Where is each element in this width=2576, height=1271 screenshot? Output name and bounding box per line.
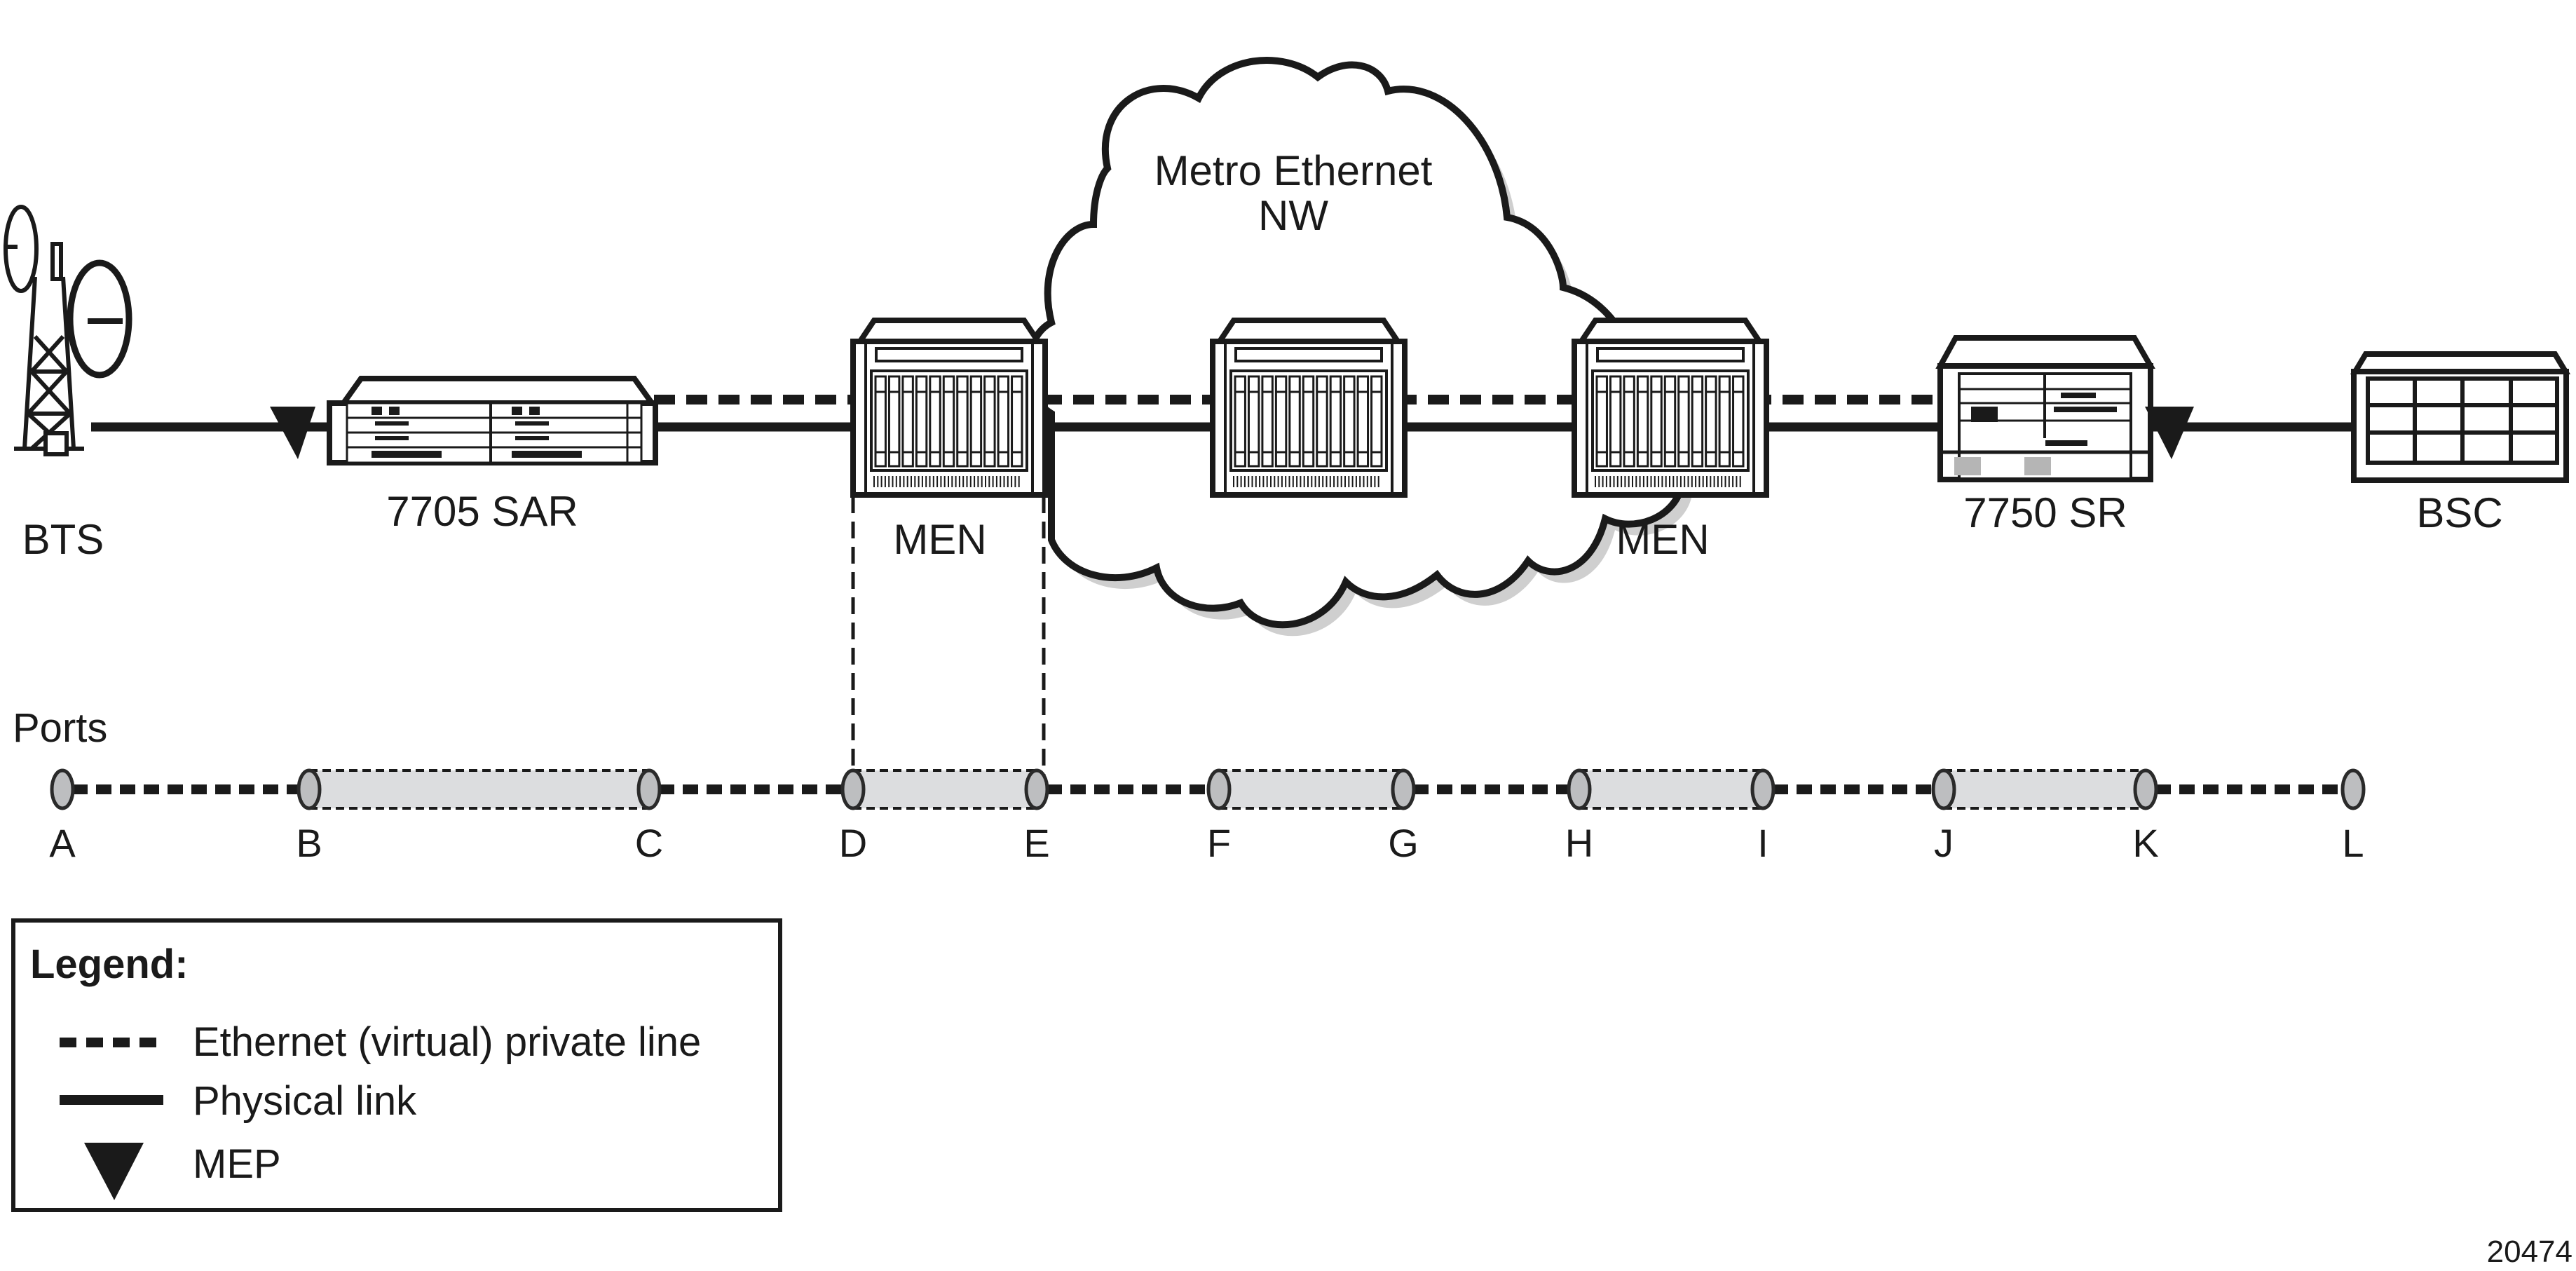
port-label: F: [1207, 821, 1231, 865]
line-card-slot: [1732, 375, 1745, 468]
line-card-slot: [887, 375, 901, 468]
port-c-icon: [636, 768, 662, 810]
port-label: D: [839, 821, 867, 865]
line-card-slot: [1636, 375, 1649, 468]
line-card-slot: [1677, 375, 1690, 468]
men-router-right-icon: [1572, 318, 1769, 498]
line-card-slot: [1302, 375, 1315, 468]
line-card-slot: [1650, 375, 1663, 468]
line-card-slot: [1691, 375, 1704, 468]
legend-mep-triangle-icon: [84, 1143, 144, 1200]
line-card-slot: [942, 375, 955, 468]
7705-sar-icon: [327, 376, 658, 465]
men-right-label: MEN: [1616, 516, 1709, 563]
port-g-icon: [1391, 768, 1416, 810]
port-label: L: [2342, 821, 2364, 865]
men-router-core-icon: [1210, 318, 1408, 498]
7750-sr-label: 7750 SR: [1963, 489, 2127, 536]
port-tube: [309, 770, 649, 808]
ports-row: A B C D E F G H I J K L: [49, 768, 2366, 865]
port-i-icon: [1750, 768, 1776, 810]
line-card-slot: [969, 375, 983, 468]
port-label: A: [49, 821, 76, 865]
line-card-slot: [1623, 375, 1635, 468]
bts-tower-icon: [4, 205, 132, 456]
line-card-slot: [997, 375, 1010, 468]
port-label: E: [1023, 821, 1049, 865]
line-card-slot: [1316, 375, 1328, 468]
line-card-slot: [1609, 375, 1622, 468]
mep-icon: [270, 407, 315, 459]
line-card-slot: [983, 375, 996, 468]
legend-item-private-line: Ethernet (virtual) private line: [193, 1019, 701, 1065]
port-label: C: [635, 821, 663, 865]
cloud-label-line2: NW: [1258, 192, 1328, 239]
port-l-icon: [2340, 768, 2366, 810]
port-b-icon: [297, 768, 322, 810]
legend-item-mep: MEP: [193, 1141, 281, 1187]
line-card-slot: [874, 375, 887, 468]
line-card-slot: [1261, 375, 1274, 468]
line-card-slot: [1288, 375, 1301, 468]
mep-icon: [2145, 407, 2194, 459]
legend-item-physical-link: Physical link: [193, 1078, 417, 1124]
men-left-label: MEN: [893, 516, 986, 563]
line-card-slot: [1343, 375, 1356, 468]
chassis-top: [1214, 318, 1403, 344]
figure-id: 20474: [2487, 1235, 2572, 1269]
port-label: K: [2132, 821, 2158, 865]
line-card-slot: [1356, 375, 1370, 468]
legend: Legend: Ethernet (virtual) private line …: [11, 918, 782, 1212]
display-panel: [1234, 347, 1383, 362]
port-f-icon: [1206, 768, 1232, 810]
line-card-slot: [1011, 375, 1023, 468]
7705-sar-label: 7705 SAR: [386, 488, 578, 535]
cloud-label-line1: Metro Ethernet: [1154, 147, 1433, 194]
line-card-slot: [929, 375, 941, 468]
legend-box: [11, 918, 782, 1212]
line-card-slot: [1595, 375, 1608, 468]
men-router-left-icon: [850, 318, 1048, 498]
port-a-icon: [50, 768, 75, 810]
line-card-slot: [1370, 375, 1383, 468]
bts-label: BTS: [22, 516, 104, 563]
chassis-top: [854, 318, 1044, 344]
chassis-top: [1576, 318, 1765, 344]
line-card-slot: [1247, 375, 1260, 468]
port-h-icon: [1567, 768, 1592, 810]
7750-sr-icon: [1935, 335, 2155, 482]
port-tube: [853, 770, 1037, 808]
line-card-slot: [1234, 375, 1246, 468]
ports-title: Ports: [13, 705, 107, 751]
port-j-icon: [1931, 768, 1956, 810]
line-card-slot: [1718, 375, 1731, 468]
port-d-icon: [840, 768, 866, 810]
port-label: H: [1565, 821, 1593, 865]
line-card-slot: [956, 375, 969, 468]
port-label: B: [296, 821, 322, 865]
line-card-slot: [1329, 375, 1342, 468]
line-card-slot: [1705, 375, 1717, 468]
port-label: I: [1757, 821, 1769, 865]
line-card-slot: [901, 375, 914, 468]
port-k-icon: [2133, 768, 2158, 810]
port-tube: [1579, 770, 1763, 808]
port-label: J: [1934, 821, 1954, 865]
port-tube: [1944, 770, 2146, 808]
legend-title: Legend:: [30, 942, 189, 987]
display-panel: [875, 347, 1023, 362]
bsc-label: BSC: [2416, 489, 2502, 536]
line-card-slot: [1663, 375, 1677, 468]
bsc-icon: [2350, 351, 2571, 483]
display-panel: [1596, 347, 1745, 362]
line-card-slot: [1274, 375, 1288, 468]
line-card-slot: [915, 375, 928, 468]
port-label: G: [1388, 821, 1419, 865]
port-e-icon: [1024, 768, 1049, 810]
port-tube: [1219, 770, 1403, 808]
